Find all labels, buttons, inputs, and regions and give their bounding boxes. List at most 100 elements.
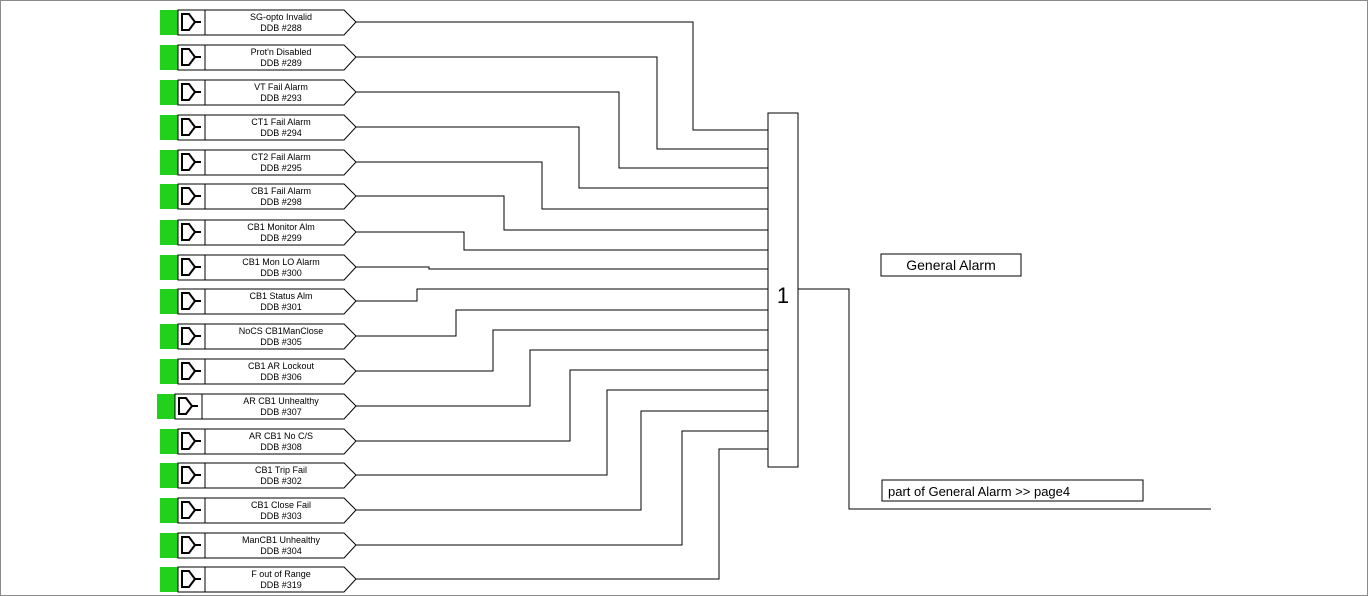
signal-label-box: [204, 497, 357, 524]
signal-wire: [356, 410, 768, 511]
signal-label-box: [204, 44, 357, 71]
signal-label-box: [204, 323, 357, 350]
signal-name: AR CB1 Unhealthy: [243, 396, 319, 406]
signal-label-box: [204, 183, 357, 210]
signal-label-box: [204, 288, 357, 315]
signal-label-box: [204, 149, 357, 176]
signal-name: SG-opto Invalid: [250, 12, 312, 22]
status-indicator: [160, 289, 178, 314]
status-indicator: [160, 498, 178, 523]
signal-name: VT Fail Alarm: [254, 82, 308, 92]
signal-label-box: [204, 114, 357, 141]
signal-name: CB1 Mon LO Alarm: [242, 257, 320, 267]
signal-wire: [356, 56, 768, 150]
output-wire: [798, 288, 1211, 510]
signal-name: CB1 Close Fail: [251, 500, 311, 510]
ddb-number: DDB #302: [260, 476, 302, 486]
status-indicator: [160, 567, 178, 592]
ddb-number: DDB #299: [260, 233, 302, 243]
signal-name: CB1 Fail Alarm: [251, 186, 311, 196]
status-indicator: [160, 463, 178, 488]
opto-input-icon: [181, 153, 201, 171]
opto-input-icon: [181, 83, 201, 101]
signal-wire: [356, 21, 768, 131]
ddb-number: DDB #298: [260, 197, 302, 207]
signal-wire: [356, 161, 768, 210]
signal-wire: [356, 126, 768, 189]
signal-wire: [356, 369, 768, 442]
signal-name: CB1 Monitor Alm: [247, 222, 315, 232]
status-indicator: [160, 150, 178, 175]
input-wires: [356, 21, 768, 580]
signal-wire: [356, 266, 768, 270]
signal-name: CB1 Status Alm: [249, 291, 312, 301]
status-indicator: [160, 80, 178, 105]
opto-input-icon: [181, 223, 201, 241]
opto-input-icon: [181, 362, 201, 380]
signal-wire: [356, 288, 768, 302]
ddb-number: DDB #293: [260, 93, 302, 103]
signal-name: ManCB1 Unhealthy: [242, 535, 321, 545]
opto-input-icon: [181, 48, 201, 66]
signal-label-box: [201, 393, 357, 420]
opto-input-icon: [181, 466, 201, 484]
signal-wire: [356, 430, 768, 546]
signal-name: F out of Range: [251, 569, 311, 579]
signal-wire: [356, 91, 768, 169]
general-alarm-output: General Alarm: [880, 253, 1022, 277]
or-gate-label: 1: [777, 283, 789, 308]
status-indicator: [160, 115, 178, 140]
ddb-number: DDB #303: [260, 511, 302, 521]
ddb-number: DDB #307: [260, 407, 302, 417]
opto-input-icon: [181, 536, 201, 554]
status-indicator: [160, 533, 178, 558]
opto-input-icon: [181, 187, 201, 205]
signal-label-box: [204, 428, 357, 455]
ddb-number: DDB #295: [260, 163, 302, 173]
status-indicator: [160, 429, 178, 454]
status-indicator: [160, 324, 178, 349]
signal-name: CT1 Fail Alarm: [251, 117, 311, 127]
signal-wire: [356, 231, 768, 251]
signal-name: Prot'n Disabled: [251, 47, 312, 57]
ddb-number: DDB #304: [260, 546, 302, 556]
signal-label-box: [204, 566, 357, 593]
signal-label-box: [204, 9, 357, 36]
signal-name: CT2 Fail Alarm: [251, 152, 311, 162]
general-alarm-label: General Alarm: [906, 257, 995, 273]
status-indicator: [160, 220, 178, 245]
signal-label-box: [204, 532, 357, 559]
opto-input-icon: [181, 432, 201, 450]
signal-wire: [356, 389, 768, 476]
signal-label-box: [204, 358, 357, 385]
ddb-number: DDB #301: [260, 302, 302, 312]
or-gate: 1: [767, 112, 799, 468]
opto-input-icon: [181, 501, 201, 519]
ddb-number: DDB #289: [260, 58, 302, 68]
ddb-number: DDB #294: [260, 128, 302, 138]
signal-label-box: [204, 219, 357, 246]
signal-wire: [356, 195, 768, 231]
status-indicator: [160, 10, 178, 35]
signal-label-box: [204, 462, 357, 489]
signal-wire: [356, 349, 768, 407]
opto-input-icon: [181, 292, 201, 310]
